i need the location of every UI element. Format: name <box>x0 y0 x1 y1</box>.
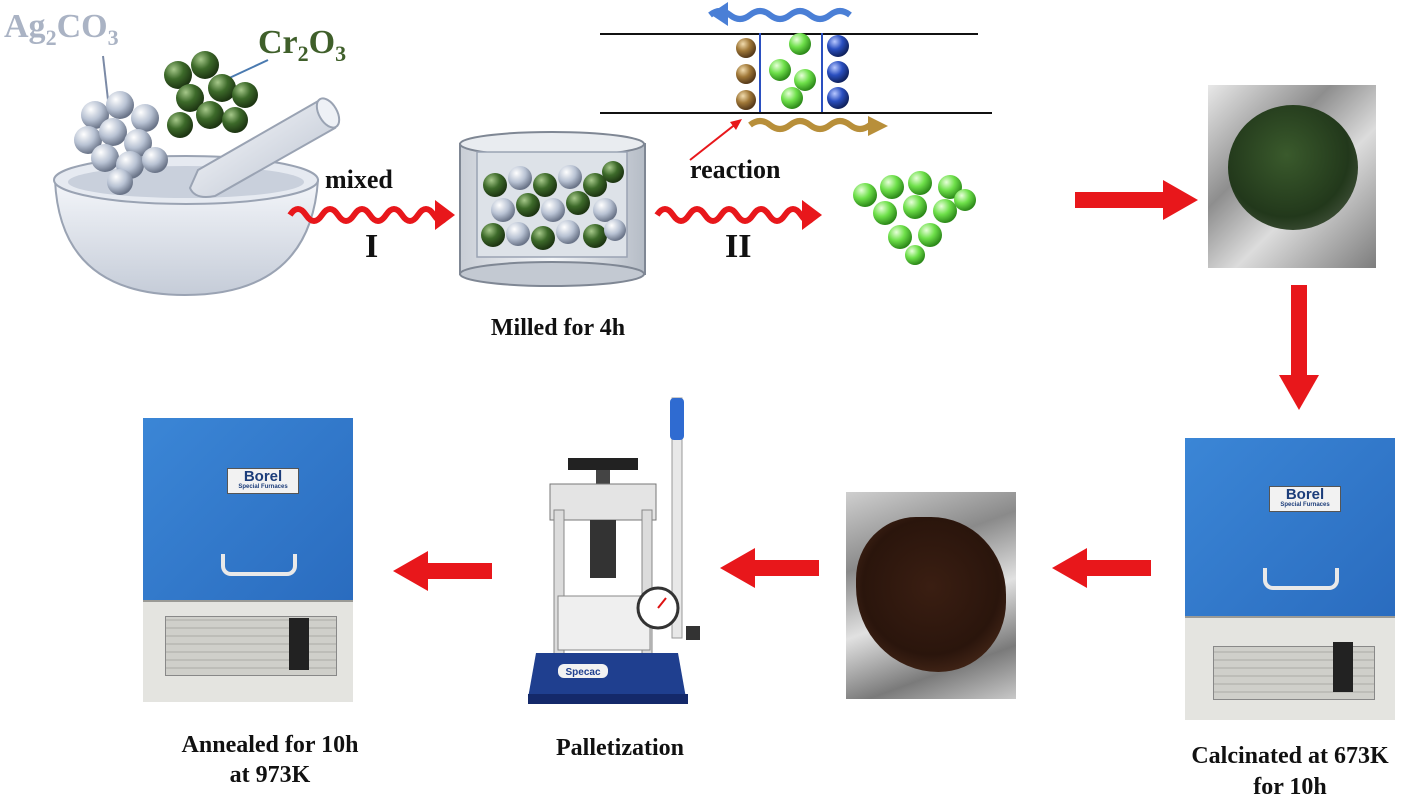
mortar-pestle-illustration <box>53 51 341 297</box>
step1-label: I <box>365 228 379 265</box>
press-brand: Specac <box>565 667 600 678</box>
furnace-subtitle-2: Special Furnaces <box>238 484 288 490</box>
mixed-label: mixed <box>325 165 393 194</box>
green-powder-photo <box>1208 85 1376 268</box>
calcination-furnace: Borel Special Furnaces <box>1185 438 1395 720</box>
milling-jar <box>459 131 646 287</box>
cr2o3-label: Cr2O3 <box>258 24 347 66</box>
reaction-interface-schematic <box>600 2 992 161</box>
product-particles <box>853 171 976 265</box>
arrow-to-annealing <box>393 551 492 591</box>
furnace-subtitle: Special Furnaces <box>1280 502 1330 508</box>
arrow-down-to-calcination <box>1279 285 1319 410</box>
step2-label: II <box>725 228 752 265</box>
calcinated-label-line1: Calcinated at 673K <box>1191 743 1389 769</box>
dark-powder-photo <box>846 492 1016 699</box>
arrow-to-green-powder <box>1075 180 1198 220</box>
furnace-brand-2: Borel <box>243 468 283 485</box>
annealed-label-line2: at 973K <box>229 762 311 788</box>
palletization-label: Palletization <box>556 735 684 761</box>
arrow-to-dark-powder <box>1052 548 1151 588</box>
furnace-handle <box>1263 568 1339 590</box>
annealing-furnace: Borel Special Furnaces <box>143 418 353 702</box>
ag2co3-label: Ag2CO3 <box>4 8 119 50</box>
furnace-handle-2 <box>221 554 297 576</box>
calcinated-label-line2: for 10h <box>1253 774 1327 800</box>
milled-label: Milled for 4h <box>490 315 626 341</box>
wavy-arrow-step1 <box>287 200 455 230</box>
annealed-label-line1: Annealed for 10h <box>181 732 359 758</box>
wavy-arrow-step2 <box>654 200 822 230</box>
reaction-label: reaction <box>690 155 781 184</box>
hydraulic-press: Specac <box>528 397 700 704</box>
cr2o3-particles <box>164 51 258 138</box>
ag2co3-particles <box>74 91 168 195</box>
arrow-to-press <box>720 548 819 588</box>
furnace-brand: Borel <box>1285 486 1325 503</box>
